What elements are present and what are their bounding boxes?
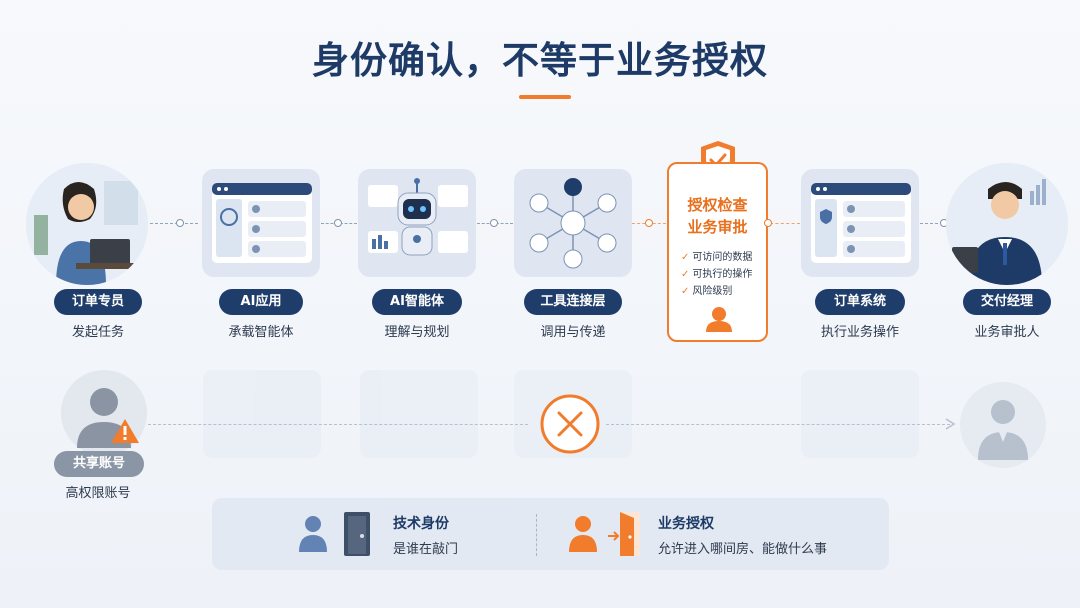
ghost-order-system-card [801,370,919,458]
ghost-agent-card [360,370,478,458]
auth-check-card: 授权检查 业务审批 ✓可访问的数据 ✓可执行的操作 ✓风险级别 [667,162,768,342]
connector-dot [176,219,184,227]
node-sub-order-system: 执行业务操作 [820,325,899,340]
ghost-manager-avatar [960,382,1046,468]
avatar-delivery-manager [946,163,1068,285]
tools-card [514,169,632,277]
approver-person-icon [706,307,732,332]
node-sub-delivery-manager: 业务审批人 [974,325,1040,340]
node-label-ai-app: AI应用 [219,289,303,315]
manager-icon [946,163,1068,285]
node-sub-ai-app: 承载智能体 [228,325,294,340]
ghost-app-card [203,370,321,458]
bypass-dashed-line [606,424,950,425]
shared-account-label: 共享账号 [54,451,144,477]
auth-check-item: ✓风险级别 [681,286,733,297]
legend-box [212,498,889,570]
connector-5 [770,223,800,224]
node-label-order-specialist: 订单专员 [54,289,142,315]
closed-door-icon [344,512,370,556]
node-label-tool-layer: 工具连接层 [524,289,622,315]
node-sub-tool-layer: 调用与传递 [540,325,606,340]
person-icon [299,516,327,552]
bypass-dashed-line [148,424,528,425]
node-label-delivery-manager: 交付经理 [963,289,1051,315]
page-title: 身份确认，不等于业务授权 [312,39,768,82]
legend-divider [536,514,537,556]
auth-check-item: ✓可执行的操作 [681,269,753,280]
manager-silhouette-icon [978,400,1028,460]
x-circle-icon [540,394,600,454]
open-door-icon [608,512,640,556]
shared-account-sub: 高权限账号 [65,486,131,501]
node-label-ai-agent: AI智能体 [372,289,462,315]
auth-title-line1: 授权检查 [687,196,748,214]
connector-dot [764,219,772,227]
connector-6 [920,223,948,224]
order-system-icon [811,183,911,263]
connector-dot [334,219,342,227]
user-with-laptop-icon [26,163,148,285]
legend-tech-title: 技术身份 [393,516,449,532]
legend-biz-sub: 允许进入哪间房、能做什么事 [658,542,828,557]
order-system-card [801,169,919,277]
person-icon-orange [569,516,597,552]
agent-card [358,169,476,277]
tools-network-icon [529,178,617,269]
auth-check-item: ✓可访问的数据 [681,252,753,263]
legend-tech-sub: 是谁在敲门 [393,542,459,557]
title-underline [519,95,571,99]
connector-1 [150,223,198,224]
connector-dot [490,219,498,227]
check-icon: ✓ [681,252,690,263]
app-window-icon [212,183,312,263]
warning-icon [111,419,139,443]
check-icon: ✓ [681,269,690,280]
auth-title-line2: 业务审批 [687,218,748,236]
legend-biz-title: 业务授权 [658,516,714,532]
connector-dot [645,219,653,227]
node-sub-ai-agent: 理解与规划 [384,325,450,340]
node-label-order-system: 订单系统 [815,289,905,315]
avatar-order-specialist [26,163,148,285]
robot-icon [368,178,468,256]
node-sub-order-specialist: 发起任务 [71,325,124,340]
arrow-head-icon [945,418,956,430]
app-card [202,169,320,277]
check-icon: ✓ [681,286,690,297]
